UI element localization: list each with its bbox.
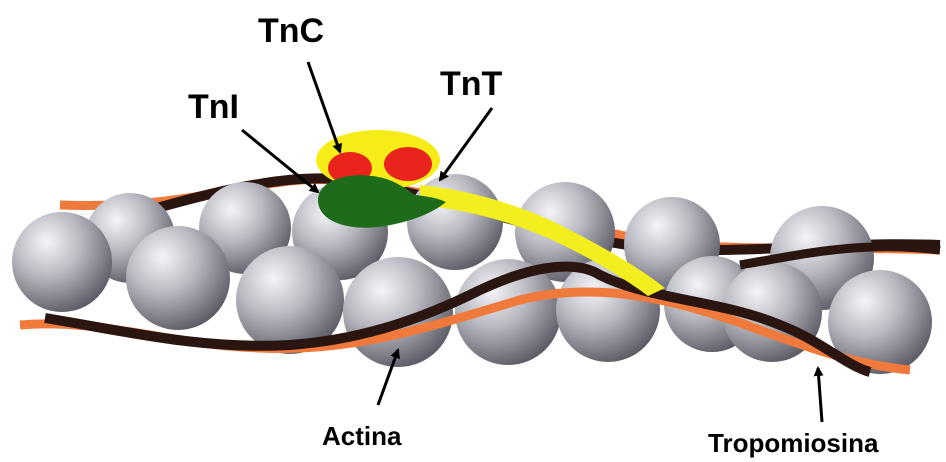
tni-label: TnI: [188, 88, 239, 126]
tnc-label: TnC: [258, 12, 324, 50]
tropomiosina-arrow: [818, 368, 822, 422]
actina-label: Actina: [322, 421, 402, 451]
actin-monomer: [126, 226, 230, 330]
tnt-label: TnT: [440, 65, 503, 103]
actin-monomer: [12, 212, 112, 312]
tnc-arrow: [308, 62, 340, 152]
tropomiosina-label: Tropomiosina: [708, 428, 879, 458]
tnc-red-lobe-right: [384, 147, 432, 181]
tnt-arrow: [440, 108, 492, 180]
